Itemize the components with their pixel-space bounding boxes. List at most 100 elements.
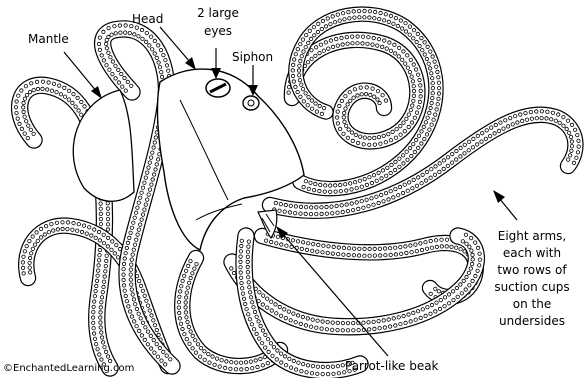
suction-cup — [154, 168, 157, 171]
suction-cup — [223, 366, 226, 369]
suction-cup — [55, 221, 58, 224]
suction-cup — [239, 250, 242, 253]
suction-cup — [320, 27, 323, 30]
suction-cup — [363, 254, 366, 257]
suction-cup — [264, 239, 267, 242]
suction-cup — [164, 363, 167, 366]
suction-cup — [28, 256, 31, 259]
suction-cup — [402, 154, 405, 157]
suction-cup — [566, 158, 569, 161]
suction-cup — [380, 177, 383, 180]
suction-cup — [96, 348, 99, 351]
suction-cup — [43, 233, 46, 236]
suction-cup — [566, 119, 569, 122]
suction-cup — [436, 70, 439, 73]
suction-cup — [162, 53, 165, 56]
suction-cup — [333, 21, 336, 24]
suction-cup — [355, 187, 358, 190]
suction-cup — [317, 22, 320, 25]
suction-cup — [383, 326, 386, 329]
suction-cup — [98, 353, 101, 356]
suction-cup — [14, 106, 17, 109]
arms-label-line6: undersides — [499, 314, 565, 328]
suction-cup — [385, 174, 388, 177]
suction-cup — [240, 281, 243, 284]
suction-cup — [252, 328, 255, 331]
suction-cup — [106, 228, 109, 231]
suction-cup — [150, 314, 153, 317]
suction-cup — [278, 305, 281, 308]
suction-cup — [405, 117, 408, 120]
suction-cup — [406, 66, 409, 69]
suction-cup — [32, 132, 35, 135]
suction-cup — [127, 305, 130, 308]
suction-cup — [389, 14, 392, 17]
suction-cup — [425, 57, 428, 60]
suction-cup — [288, 211, 291, 214]
suction-cup — [191, 347, 194, 350]
suction-cup — [322, 106, 325, 109]
suction-cup — [362, 206, 365, 209]
suction-cup — [506, 125, 509, 128]
suction-cup — [276, 235, 279, 238]
suction-cup — [315, 110, 318, 113]
suction-cup — [299, 43, 302, 46]
suction-cup — [61, 227, 64, 230]
suction-cup — [241, 292, 244, 295]
suction-cup — [300, 247, 303, 250]
suction-cup — [30, 252, 33, 255]
suction-cup — [409, 320, 412, 323]
suction-cup — [485, 129, 488, 132]
suction-cup — [20, 127, 23, 130]
suction-cup — [316, 319, 319, 322]
suction-cup — [262, 294, 265, 297]
suction-cup — [187, 281, 190, 284]
suction-cup — [20, 89, 23, 92]
suction-cup — [389, 171, 392, 174]
suction-cup — [132, 221, 135, 224]
suction-cup — [143, 181, 146, 184]
suction-cup — [558, 121, 561, 124]
suction-cup — [431, 96, 434, 99]
suction-cup — [389, 190, 392, 193]
suction-cup — [298, 78, 301, 81]
suction-cup — [356, 42, 359, 45]
suction-cup — [194, 351, 197, 354]
suction-cup — [423, 137, 426, 140]
suction-cup — [100, 336, 103, 339]
suction-cup — [446, 164, 449, 167]
suction-cup — [381, 94, 384, 97]
suction-cup — [343, 111, 346, 114]
suction-cup — [151, 151, 154, 154]
suction-cup — [493, 132, 496, 135]
suction-cup — [437, 86, 440, 89]
suction-cup — [340, 36, 343, 39]
suction-cup — [445, 245, 448, 248]
suction-cup — [144, 176, 147, 179]
suction-cup — [274, 303, 277, 306]
suction-cup — [251, 301, 254, 304]
suction-cup — [350, 131, 353, 134]
suction-cup — [335, 37, 338, 40]
suction-cup — [122, 268, 125, 271]
suction-cup — [301, 315, 304, 318]
suction-cup — [337, 246, 340, 249]
suction-cup — [415, 111, 418, 114]
suction-cup — [128, 31, 131, 34]
suction-cup — [377, 37, 380, 40]
suction-cup — [208, 361, 211, 364]
suction-cup — [153, 141, 156, 144]
suction-cup — [270, 300, 273, 303]
suction-cup — [341, 321, 344, 324]
suction-cup — [23, 250, 26, 253]
suction-cup — [393, 43, 396, 46]
suction-cup — [23, 115, 26, 118]
suction-cup — [414, 243, 417, 246]
suction-cup — [254, 359, 257, 362]
suction-cup — [36, 87, 39, 90]
suction-cup — [368, 254, 371, 257]
suction-cup — [443, 296, 446, 299]
suction-cup — [476, 269, 479, 272]
suction-cup — [320, 212, 323, 215]
suction-cup — [153, 39, 156, 42]
